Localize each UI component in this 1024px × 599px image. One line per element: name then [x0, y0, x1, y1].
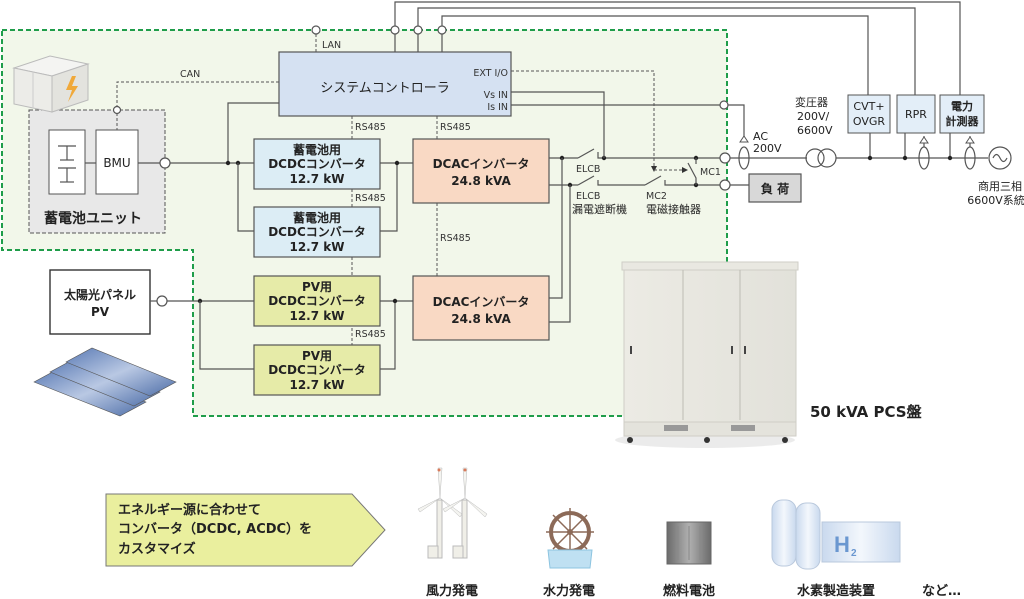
current-transformer-icon [964, 136, 976, 170]
energy-source-label: 水力発電 [543, 583, 595, 599]
system-controller [278, 51, 512, 117]
svg-text:RPR: RPR [905, 108, 927, 121]
svg-text:12.7 kW: 12.7 kW [289, 172, 344, 186]
etc-label: など… [922, 584, 961, 599]
svg-text:CVT+: CVT+ [853, 100, 884, 113]
mc2-label: MC2 [646, 191, 667, 202]
mc1-label: MC1 [700, 167, 721, 178]
load-label: 負 荷 [761, 181, 789, 196]
load-box [748, 173, 802, 203]
svg-text:電力: 電力 [951, 99, 973, 113]
transformer-label-line3: 6600V [797, 124, 833, 137]
svg-text:カスタマイズ: カスタマイズ [118, 541, 196, 557]
svg-text:エネルギー源に合わせて: エネルギー源に合わせて [118, 502, 261, 518]
rs485-label: RS485 [355, 329, 386, 340]
svg-text:DCACインバータ: DCACインバータ [433, 295, 530, 309]
lan-label: LAN [322, 40, 341, 51]
ac-source-icon [988, 146, 1012, 170]
transformer-label-line2: 200V/ [797, 110, 830, 123]
port-vs-in: Vs IN [484, 90, 508, 101]
svg-text:蓄電池用: 蓄電池用 [293, 210, 341, 225]
svg-text:コンバータ（DCDC, ACDC）を: コンバータ（DCDC, ACDC）を [118, 521, 312, 537]
svg-text:太陽光パネル: 太陽光パネル [64, 287, 136, 302]
battery-dcdc-converter-2: 蓄電池用 DCDCコンバータ 12.7 kW [253, 206, 381, 258]
dcac-inverter-1: DCACインバータ 24.8 kVA [412, 138, 550, 204]
svg-text:DCDCコンバータ: DCDCコンバータ [268, 157, 366, 171]
system-controller-title: システムコントローラ [320, 81, 450, 96]
pv-panel-box: 太陽光パネル PV [49, 269, 151, 335]
svg-text:24.8 kVA: 24.8 kVA [451, 174, 511, 188]
pcs-cabinet-image [615, 261, 799, 448]
cvt-ovgr-box: CVT+ OVGR [847, 94, 891, 134]
bmu-box [95, 129, 139, 195]
bmu-label: BMU [103, 156, 130, 170]
pcs-label: 50 kVA PCS盤 [810, 403, 923, 421]
rpr-box: RPR [896, 94, 936, 134]
grid-label-line1: 商用三相 [978, 179, 1022, 193]
energy-source-label: 水素製造装置 [797, 583, 875, 599]
svg-text:12.7 kW: 12.7 kW [289, 378, 344, 392]
grid-label-line2: 6600V系統 [967, 193, 1024, 207]
rs485-label: RS485 [355, 122, 386, 133]
fuel-cell-icon [666, 521, 712, 565]
elcb-bottom-label: ELCB [576, 191, 600, 202]
rs485-label: RS485 [440, 122, 471, 133]
battery-dcdc-converter-1: 蓄電池用 DCDCコンバータ 12.7 kW [253, 138, 381, 190]
water-wheel-icon [546, 508, 594, 569]
power-meter-box: 電力 計測器 [939, 94, 985, 134]
port-is-in: Is IN [487, 102, 508, 113]
battery-cells [48, 129, 86, 195]
mc1-switch [687, 158, 697, 185]
elcb-top-label: ELCB [576, 164, 600, 175]
current-transformer-icon [738, 146, 750, 170]
mc-description: 電磁接触器 [646, 202, 701, 216]
battery-symbol-icon [58, 145, 76, 183]
rs485-label: RS485 [440, 233, 471, 244]
svg-text:H: H [834, 532, 850, 557]
pv-dcdc-converter-2: PV用 DCDCコンバータ 12.7 kW [253, 344, 381, 396]
svg-text:PV用: PV用 [302, 349, 332, 363]
transformer-label-line1: 変圧器 [795, 95, 828, 109]
battery-unit-title: 蓄電池ユニット [44, 210, 142, 227]
dcac-inverter-2: DCACインバータ 24.8 kVA [412, 275, 550, 341]
svg-text:DCDCコンバータ: DCDCコンバータ [268, 363, 366, 377]
energy-source-label: 風力発電 [426, 583, 478, 599]
svg-text:2: 2 [851, 548, 857, 559]
ac-label-line2: 200V [753, 142, 782, 155]
can-label: CAN [180, 69, 200, 80]
svg-text:12.7 kW: 12.7 kW [289, 309, 344, 323]
ac-label-line1: AC [753, 130, 768, 143]
pv-dcdc-converter-1: PV用 DCDCコンバータ 12.7 kW [253, 275, 381, 327]
port-ext-io: EXT I/O [473, 68, 508, 79]
wind-turbine-icon [417, 467, 488, 559]
svg-text:DCDCコンバータ: DCDCコンバータ [268, 294, 366, 308]
svg-text:蓄電池用: 蓄電池用 [293, 142, 341, 157]
svg-text:PV: PV [91, 305, 110, 319]
signal-lines-top [311, 1, 961, 95]
svg-text:PV用: PV用 [302, 280, 332, 294]
elcb-switch-top [577, 148, 720, 159]
solar-panel-icon [33, 347, 177, 417]
elcb-switch-bottom [577, 175, 645, 186]
hydrogen-generator-icon: H 2 [771, 499, 901, 570]
svg-text:24.8 kVA: 24.8 kVA [451, 312, 511, 326]
mc2-switch [644, 175, 720, 186]
rs485-label: RS485 [355, 193, 386, 204]
svg-text:OVGR: OVGR [853, 115, 886, 128]
svg-text:DCDCコンバータ: DCDCコンバータ [268, 225, 366, 239]
svg-text:計測器: 計測器 [946, 114, 980, 128]
energy-source-label: 燃料電池 [663, 583, 715, 599]
svg-text:DCACインバータ: DCACインバータ [433, 157, 530, 171]
svg-text:12.7 kW: 12.7 kW [289, 240, 344, 254]
customize-callout: エネルギー源に合わせて コンバータ（DCDC, ACDC）を カスタマイズ [105, 493, 386, 567]
current-transformer-icon [918, 136, 930, 170]
elcb-description: 漏電遮断機 [572, 202, 627, 216]
battery-pack-icon [12, 55, 90, 113]
transformer-icon [805, 148, 837, 168]
